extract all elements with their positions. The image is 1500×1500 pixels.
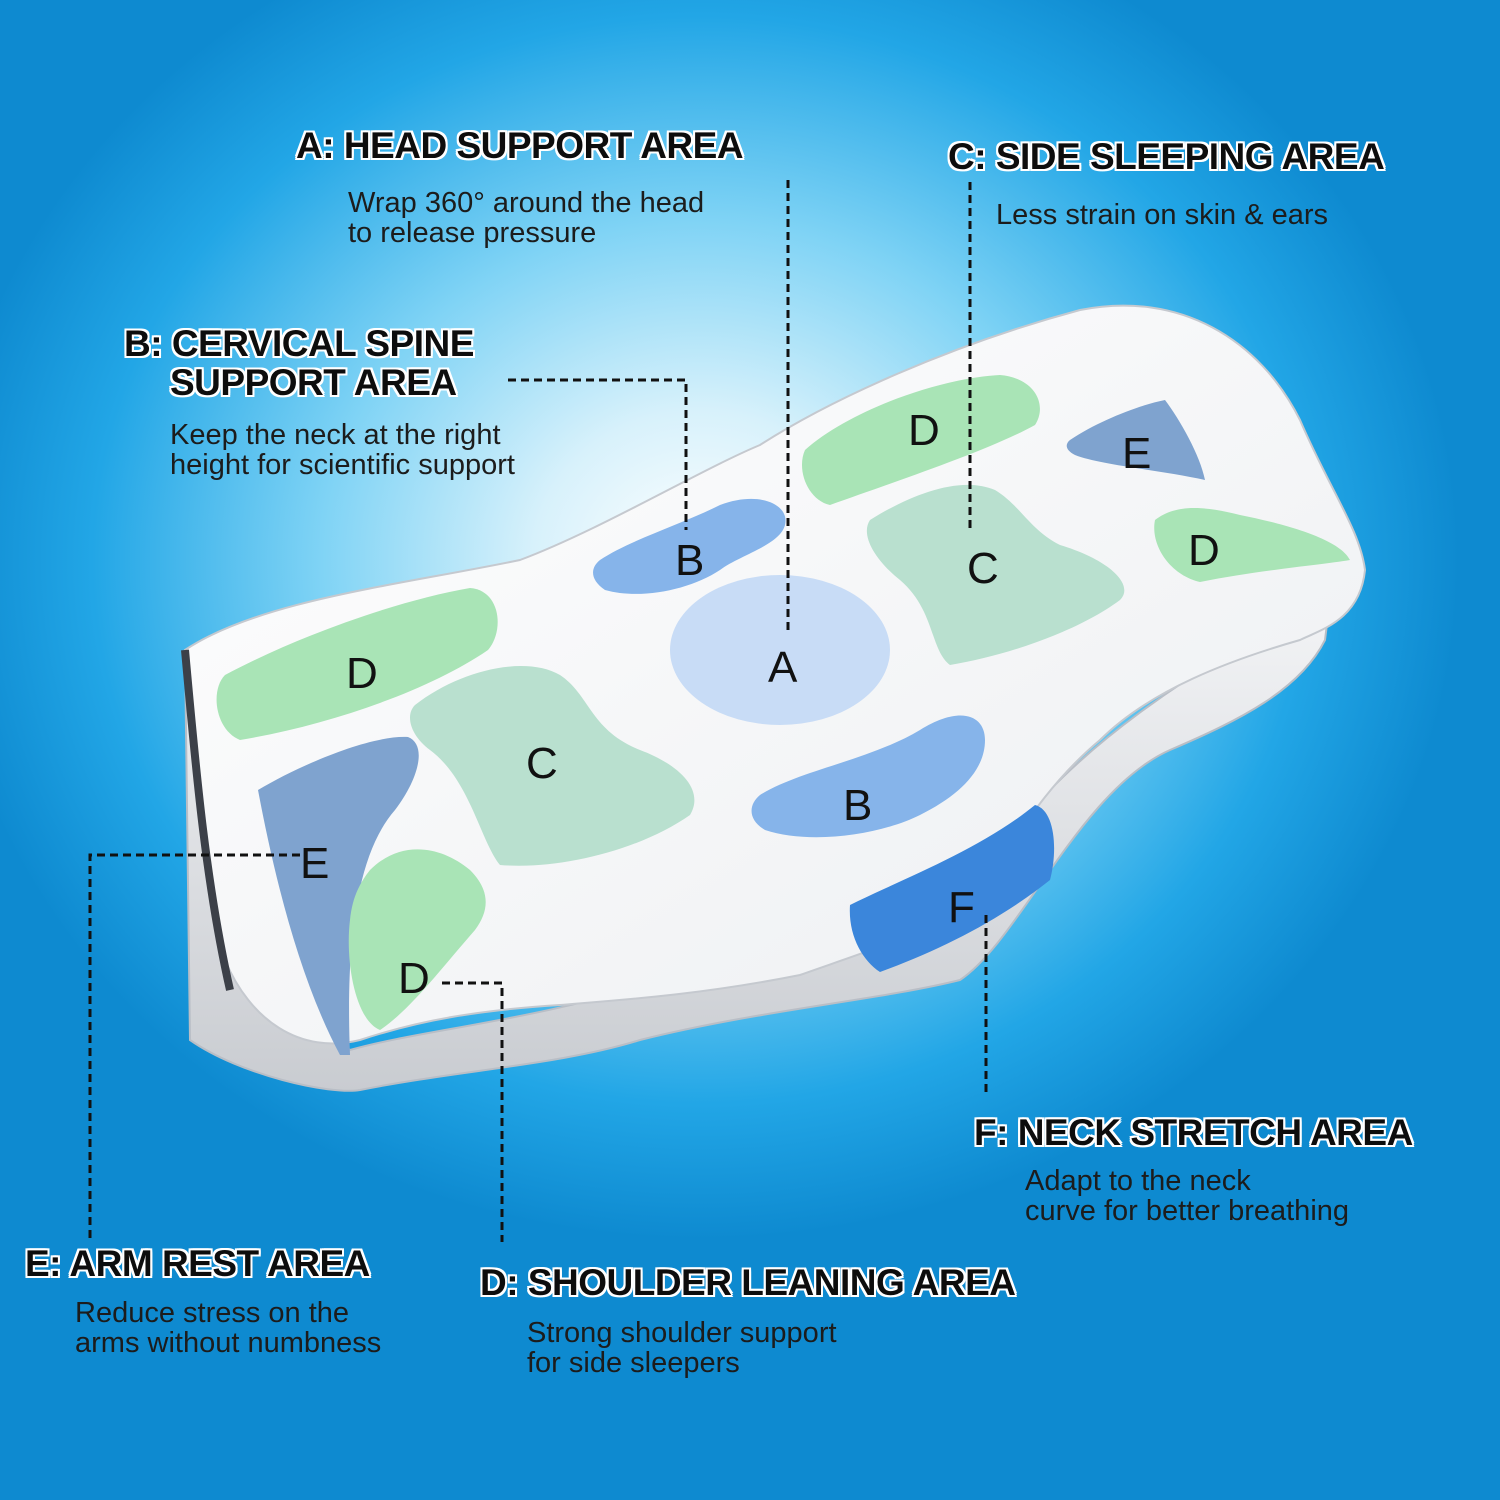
zone-letter-a: A xyxy=(768,643,798,692)
zone-letter-e-left: E xyxy=(300,839,329,888)
zone-b-top xyxy=(593,498,786,594)
callout-desc-a-2: to release pressure xyxy=(348,217,597,249)
zone-b-bottom xyxy=(751,715,985,838)
callout-desc-f-2: curve for better breathing xyxy=(1025,1195,1350,1227)
callout-title-f: F: NECK STRETCH AREA xyxy=(974,1112,1413,1153)
zone-d-bottom-left xyxy=(348,849,486,1030)
zone-e-right xyxy=(1066,400,1205,480)
callout-title-c: C: SIDE SLEEPING AREA xyxy=(948,136,1385,177)
zone-letter-e-right: E xyxy=(1122,429,1151,478)
zone-letter-d-top: D xyxy=(908,406,940,455)
callout-desc-a-1: Wrap 360° around the head xyxy=(348,187,705,219)
zone-letter-d-right: D xyxy=(1188,526,1220,575)
callout-title-b-1: B: CERVICAL SPINE xyxy=(124,323,474,364)
callout-desc-f-1: Adapt to the neck xyxy=(1025,1165,1251,1197)
leader-line-b xyxy=(508,378,688,530)
callout-desc-b-2: height for scientific support xyxy=(170,449,515,481)
callout-desc-e-2: arms without numbness xyxy=(75,1327,382,1359)
pillow-edge-dark xyxy=(181,649,234,991)
callout-title-a: A: HEAD SUPPORT AREA xyxy=(296,125,744,166)
callout-title-e: E: ARM REST AREA xyxy=(25,1243,370,1284)
zone-letter-f: F xyxy=(948,883,975,932)
zone-e-left xyxy=(258,736,419,1055)
callout-desc-d-2: for side sleepers xyxy=(527,1347,740,1379)
pillow-side xyxy=(184,598,1332,1092)
zone-letter-b-bottom: B xyxy=(843,781,872,830)
zone-letter-b-top: B xyxy=(675,536,704,585)
zone-c-left xyxy=(410,666,695,866)
zone-letter-d-bottom: D xyxy=(398,954,430,1003)
callout-title-d: D: SHOULDER LEANING AREA xyxy=(480,1262,1016,1303)
zone-d-left xyxy=(216,588,498,740)
zone-letter-c-right: C xyxy=(967,544,999,593)
zone-letter-d-left: D xyxy=(346,649,378,698)
zone-d-top-right xyxy=(801,375,1040,505)
zone-letter-c-left: C xyxy=(526,739,558,788)
zone-c-right xyxy=(866,484,1125,665)
callout-desc-b-1: Keep the neck at the right xyxy=(170,419,501,451)
leader-line-d xyxy=(442,981,504,1242)
zone-f xyxy=(849,805,1055,972)
zone-a-circle xyxy=(670,575,890,725)
callout-desc-d-1: Strong shoulder support xyxy=(527,1317,837,1349)
leader-line-e xyxy=(88,853,300,1240)
zone-d-right xyxy=(1154,508,1350,582)
callout-desc-e-1: Reduce stress on the xyxy=(75,1297,350,1329)
callout-desc-c-1: Less strain on skin & ears xyxy=(996,199,1329,231)
callout-title-b-2: SUPPORT AREA xyxy=(170,362,457,403)
